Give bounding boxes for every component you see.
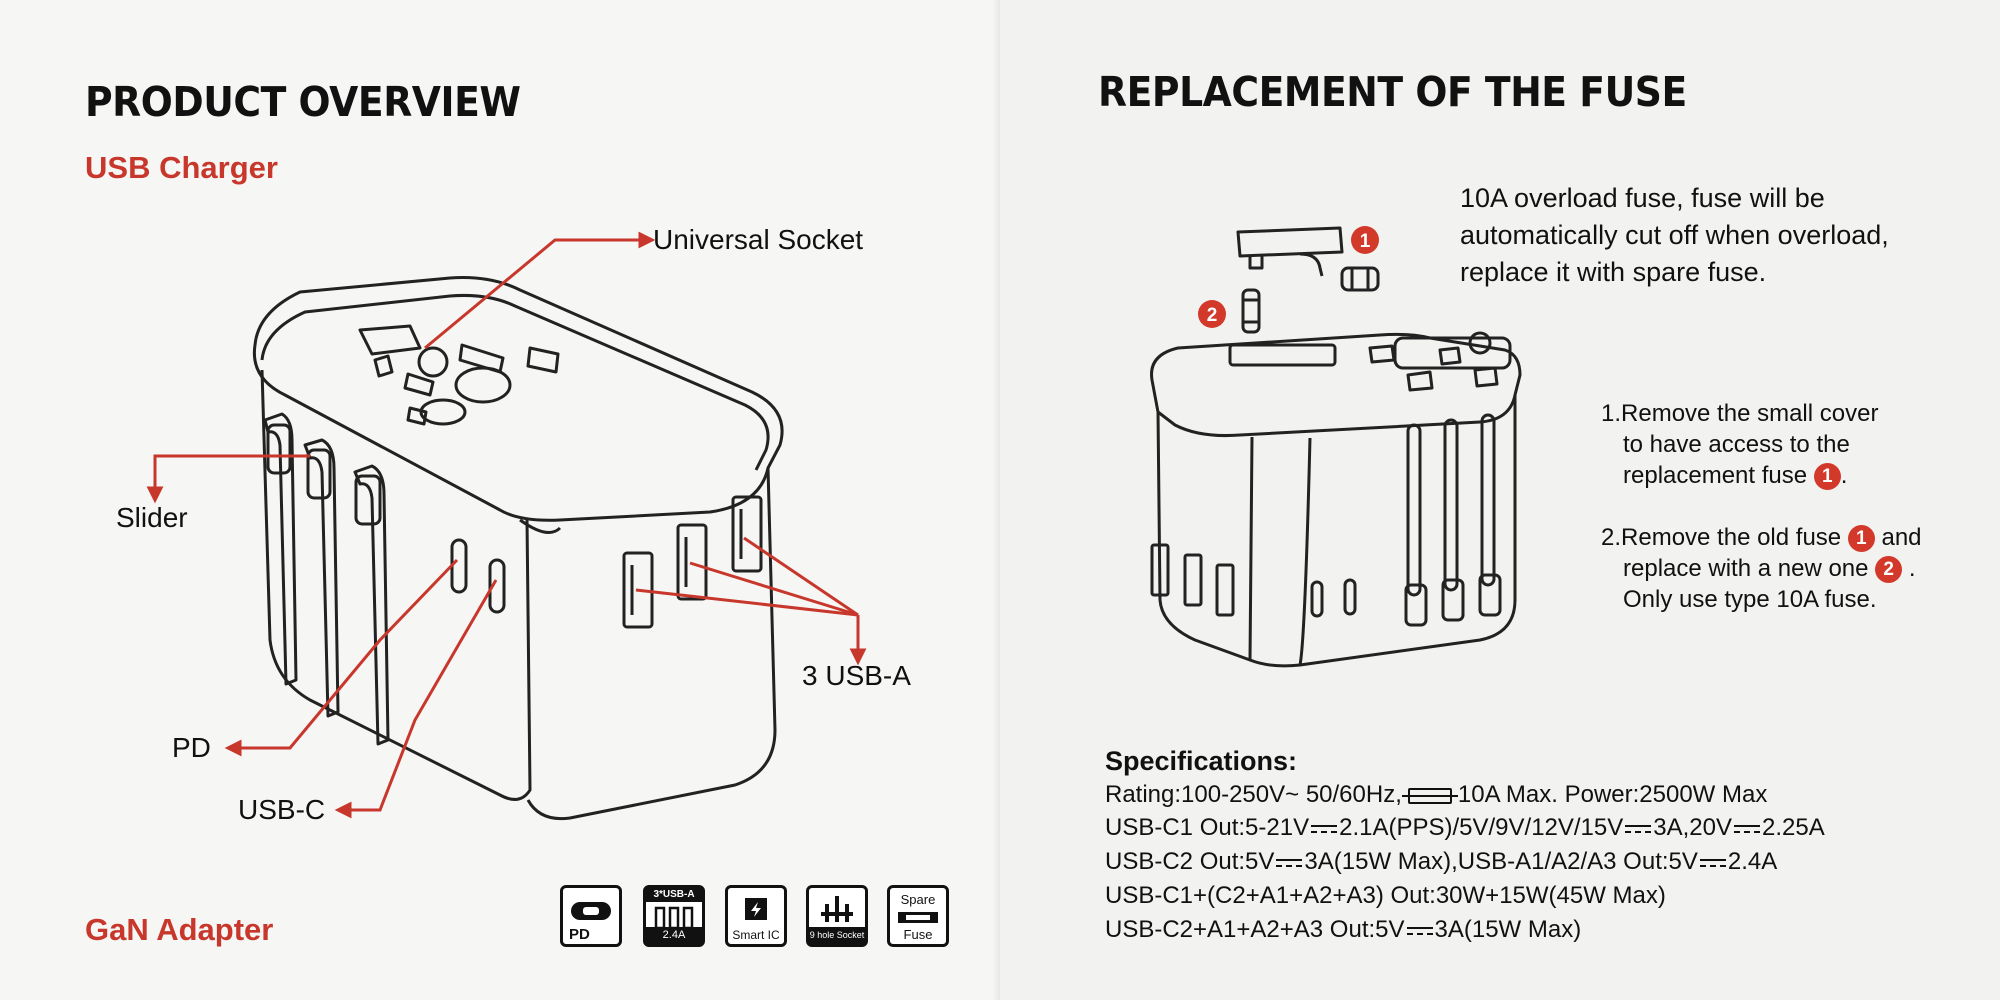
adapter-left-face <box>260 369 532 801</box>
dc-symbol-icon <box>1699 856 1726 870</box>
fuse-adapter-illustration: 1 2 <box>1150 226 1522 668</box>
slider-leader <box>153 454 310 490</box>
step-1-line-1: 1.Remove the small cover <box>1601 400 1879 427</box>
pd-leader <box>240 558 459 750</box>
spec-combo-1: USB-C1+(C2+A1+A2+A3) Out:30W+15W(45W Max… <box>1105 882 1666 909</box>
spec-rating: Rating:100-250V~ 50/60Hz, 10A Max. Power:… <box>1105 781 1767 809</box>
left-page: PRODUCT OVERVIEW USB Charger <box>85 78 949 947</box>
spare-fuse-feature-icon: Spare Fuse <box>887 885 949 947</box>
step-1-marker: 1 <box>1813 463 1841 491</box>
spec-usb-c2-part-2: 3A(15W Max),USB-A1/A2/A3 Out:5V <box>1304 848 1698 875</box>
step-2-marker-1: 1 <box>1847 525 1875 553</box>
universal-socket-label: Universal Socket <box>653 224 864 255</box>
spec-usb-c2-part-1: USB-C2 Out:5V <box>1105 848 1275 875</box>
marker-1-text: 1 <box>1360 231 1371 252</box>
spec-usb-c1-part-3: 3A,20V <box>1653 814 1732 841</box>
spare-fuse-feature-caption: Fuse <box>903 927 933 942</box>
dc-symbol-icon <box>1276 856 1303 870</box>
fuse-cover-piece <box>1236 226 1344 258</box>
step-2-line-1: 2.Remove the old fuse 1 and <box>1601 522 1922 553</box>
marker-1: 1 <box>1351 226 1379 254</box>
spec-combo-2-part-2: 3A(15W Max) <box>1434 916 1582 943</box>
universal-socket-leader <box>424 238 640 350</box>
usb-a-feature-caption: 2.4A <box>646 927 702 944</box>
usb-a-feature-icon: 3*USB-A 2.4A <box>643 885 705 947</box>
smart-ic-feature-icon: Smart IC <box>725 885 787 947</box>
step-1-line-3: replacement fuse 1. <box>1601 460 1878 491</box>
pd-feature-caption: PD <box>569 926 590 943</box>
dc-symbol-icon <box>1406 924 1433 938</box>
spare-fuse-feature-header: Spare <box>900 892 936 907</box>
step-2-line-2: replace with a new one 2 . <box>1601 553 1922 584</box>
spec-usb-c2: USB-C2 Out:5V 3A(15W Max),USB-A1/A2/A3 Ou… <box>1105 848 1777 876</box>
adapter-top-face <box>252 276 784 522</box>
marker-2: 2 <box>1198 300 1226 328</box>
gan-adapter-title: GaN Adapter <box>85 912 274 947</box>
spec-combo-2-part-1: USB-C2+A1+A2+A3 Out:5V <box>1105 916 1405 943</box>
spec-rating-part-1: Rating:100-250V~ 50/60Hz, <box>1105 781 1402 808</box>
slider-label: Slider <box>116 502 188 533</box>
product-overview-title: PRODUCT OVERVIEW <box>85 78 521 126</box>
adapter-right-face <box>526 467 777 821</box>
socket-feature-icon: 9 hole Socket <box>806 885 868 947</box>
pd-label: PD <box>172 732 211 763</box>
step-1: 1.Remove the small cover to have access … <box>1601 398 1878 491</box>
step-1-period: . <box>1840 462 1848 489</box>
spec-combo-2: USB-C2+A1+A2+A3 Out:5V 3A(15W Max) <box>1105 916 1581 944</box>
step-2: 2.Remove the old fuse 1 and replace with… <box>1601 522 1922 615</box>
step-2-line-1-text: 2.Remove the old fuse <box>1601 524 1842 551</box>
fuse-symbol-icon <box>1401 787 1458 804</box>
step-2-line-3: Only use type 10A fuse. <box>1623 586 1877 613</box>
fuse-intro-line-2: automatically cut off when overload, <box>1460 220 1889 250</box>
adapter-top-rim <box>260 293 770 471</box>
spec-usb-c1-part-4: 2.25A <box>1762 814 1825 841</box>
spec-usb-c1-part-1: USB-C1 Out:5-21V <box>1105 814 1310 841</box>
specifications-title: Specifications: <box>1105 746 1298 776</box>
usb-a-label: 3 USB-A <box>802 660 911 691</box>
dc-symbol-icon <box>1311 822 1338 836</box>
spec-rating-part-2: 10A Max. Power:2500W Max <box>1457 781 1768 808</box>
step-2-marker-2: 2 <box>1875 556 1903 584</box>
spec-usb-c1: USB-C1 Out:5-21V 2.1A(PPS)/5V/9V/12V/15V 3… <box>1105 814 1825 842</box>
usb-a-feature-header: 3*USB-A <box>646 888 702 902</box>
step-1-line-3-text: replacement fuse <box>1623 462 1808 489</box>
spec-usb-c1-part-2: 2.1A(PPS)/5V/9V/12V/15V <box>1339 814 1624 841</box>
marker-2-text: 2 <box>1207 305 1218 326</box>
adapter-illustration <box>146 231 867 821</box>
fuse-intro-line-3: replace it with spare fuse. <box>1460 257 1767 287</box>
fuse-intro: 10A overload fuse, fuse will be automati… <box>1460 180 1889 291</box>
step-2-line-2-end: . <box>1908 555 1916 582</box>
usb-c-label: USB-C <box>238 794 326 825</box>
dc-symbol-icon <box>1625 822 1652 836</box>
socket-feature-caption: 9 hole Socket <box>809 927 865 944</box>
usb-c-leader <box>350 579 498 812</box>
fuse-replacement-title: REPLACEMENT OF THE FUSE <box>1098 68 1687 116</box>
smart-ic-feature-caption: Smart IC <box>732 928 780 942</box>
usb-charger-subtitle: USB Charger <box>85 150 278 185</box>
step-2-line-1-end: and <box>1881 524 1922 551</box>
pd-feature-icon: PD <box>560 885 622 947</box>
fuse-intro-line-1: 10A overload fuse, fuse will be <box>1460 183 1825 213</box>
spec-usb-c2-part-3: 2.4A <box>1727 848 1778 875</box>
step-2-line-2-text: replace with a new one <box>1623 555 1869 582</box>
dc-symbol-icon <box>1734 822 1760 836</box>
step-1-line-2: to have access to the <box>1623 431 1850 458</box>
fuse-adapter-top <box>1150 332 1522 438</box>
right-page: REPLACEMENT OF THE FUSE 10A overload fus… <box>1000 0 2000 1000</box>
